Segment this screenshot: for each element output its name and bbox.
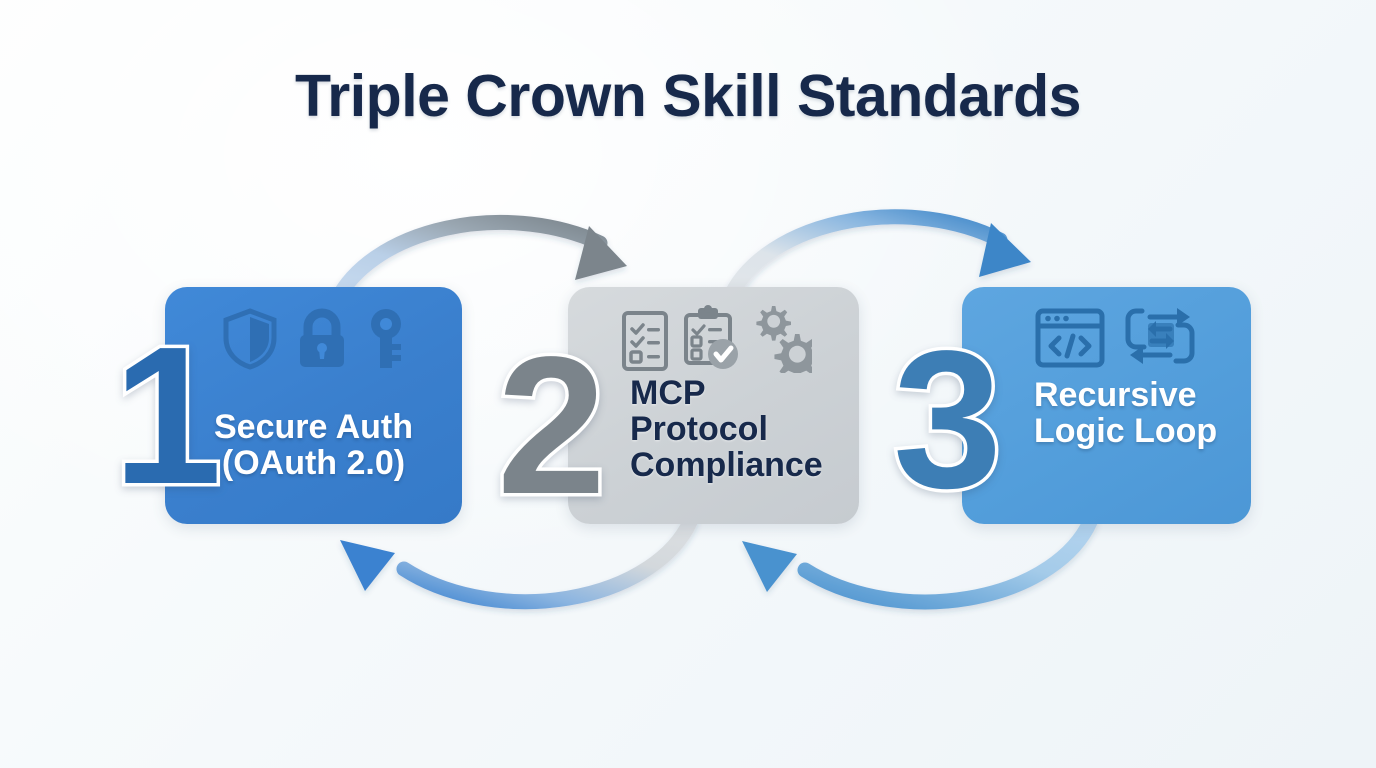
step-2-label: MCP Protocol Compliance bbox=[630, 374, 823, 485]
key-icon bbox=[371, 309, 401, 368]
step-card-secure-auth[interactable]: Secure Auth (OAuth 2.0) bbox=[165, 287, 462, 524]
step-3-label: Recursive Logic Loop bbox=[1034, 376, 1218, 451]
step-1-icon-row bbox=[221, 308, 407, 370]
checklist-document-icon bbox=[622, 311, 668, 371]
step-number-3: 3 bbox=[889, 310, 1005, 529]
code-window-icon bbox=[1035, 308, 1105, 368]
recursive-loop-icon bbox=[1125, 308, 1195, 364]
arrow-3-to-2-bottom bbox=[742, 514, 1098, 610]
page-title: Triple Crown Skill Standards bbox=[295, 63, 1081, 129]
step-2-icon-row bbox=[620, 303, 812, 373]
arrow-2-to-3-top bbox=[721, 209, 1031, 308]
step-number-1: 1 bbox=[109, 306, 225, 525]
arrow-1-to-2-top bbox=[329, 214, 627, 308]
step-1-label: Secure Auth (OAuth 2.0) bbox=[213, 408, 413, 483]
arrow-2-to-1-bottom bbox=[340, 514, 698, 610]
padlock-icon bbox=[300, 308, 344, 367]
step-card-recursive-logic-loop[interactable]: Recursive Logic Loop bbox=[962, 287, 1251, 524]
step-3-icon-row bbox=[1034, 303, 1198, 369]
shield-icon bbox=[223, 308, 277, 370]
clipboard-check-icon bbox=[684, 305, 738, 369]
gears-icon bbox=[756, 306, 812, 373]
step-card-mcp-protocol-compliance[interactable]: MCP Protocol Compliance bbox=[568, 287, 859, 524]
step-number-2: 2 bbox=[493, 316, 609, 535]
